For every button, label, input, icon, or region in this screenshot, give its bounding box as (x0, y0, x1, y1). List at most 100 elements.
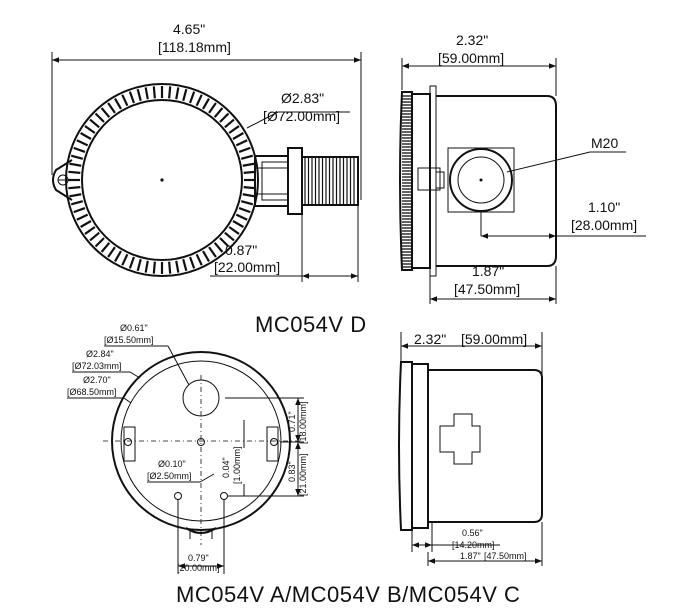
knurl-tick (243, 186, 256, 190)
knurl-tick (84, 125, 96, 134)
body-depth-in: 1.87" (472, 263, 504, 279)
knurl-tick (107, 102, 116, 114)
knurl-tick (168, 86, 172, 99)
top-left-front-view: 4.65" [118.18mm] Ø2.83" [Ø72.00mm] (51, 21, 362, 282)
thread-size-label: M20 (591, 135, 618, 151)
overall-width-in: 4.65" (173, 21, 205, 37)
side-width-in: 2.32" (456, 32, 488, 48)
housing-body (436, 95, 557, 267)
left-small-hole (174, 492, 182, 500)
knurl-tick (89, 118, 100, 129)
w056-mm: [14.20mm] (452, 540, 495, 550)
knurl-tick (213, 107, 224, 118)
knurl-tick (195, 253, 203, 266)
knurl-tick (219, 237, 230, 248)
left-tab (52, 159, 73, 201)
knurl-tick (70, 154, 84, 160)
knurl-tick (73, 207, 86, 214)
knurl-tick (76, 213, 89, 221)
knurl-tick (224, 118, 235, 129)
center-hole (197, 438, 205, 446)
knurl-tick (76, 139, 89, 147)
knurl-tick (80, 132, 92, 140)
knurl-tick (242, 162, 255, 167)
knurl-tick (240, 154, 254, 160)
knurl-tick (68, 186, 81, 190)
knurl-tick (80, 220, 92, 228)
knurl-tick (152, 86, 156, 99)
knurl-tick (128, 256, 135, 269)
dia-2-83-in: Ø2.83" (281, 90, 324, 106)
knurl-tick (69, 162, 82, 167)
port-inner (457, 156, 505, 204)
knurl-tick (100, 242, 111, 253)
port-offset-in: 1.10" (588, 199, 620, 215)
center-mark (160, 178, 164, 182)
knurl-tick (94, 112, 105, 123)
knurl-tick (100, 107, 111, 118)
knurl-tick (240, 200, 254, 206)
knurl-tick (208, 246, 217, 258)
knurl-tick (175, 260, 180, 273)
top-model-title: MC054V D (255, 312, 367, 337)
overall-width-mm: [118.18mm] (158, 39, 231, 55)
knurl-tick (89, 231, 100, 242)
knurl-tick (208, 102, 217, 114)
d284-in: Ø2.84" (86, 349, 114, 359)
w079-in: 0.79" (188, 553, 209, 563)
knurl-tick (228, 226, 240, 235)
v083-in: 0.83" (287, 461, 297, 482)
right-small-hole (220, 492, 228, 500)
v083-mm: [21.00mm] (298, 453, 308, 496)
flange (399, 91, 413, 271)
knurl-tick (121, 94, 129, 107)
knurl-tick (69, 193, 82, 198)
connector-body (254, 147, 303, 215)
b-flange (398, 361, 413, 531)
d270-in: Ø2.70" (83, 375, 111, 385)
knurl-tick (235, 139, 248, 147)
knurl-tick (121, 253, 129, 266)
knurl-tick (238, 207, 251, 214)
knurl-tick (114, 98, 122, 110)
bottom-right-side-view: 2.32" [59.00mm] 0.56" [14.20mm] 1.87" [4… (398, 331, 543, 566)
bottom-model-title: MC054V A/MC054V B/MC054V C (176, 582, 520, 607)
knurl-tick (144, 87, 149, 100)
knurl-tick (94, 237, 105, 248)
d284-mm: [Ø72.03mm] (72, 361, 122, 371)
knurl-tick (202, 250, 210, 262)
knurl-tick (232, 220, 244, 228)
bottom-left-front-view: Ø0.61" [Ø15.50mm] Ø2.84" [Ø72.03mm] Ø2.7… (67, 323, 308, 574)
knurl-tick (70, 200, 84, 206)
cable-hole (182, 379, 220, 417)
d010-in: Ø0.10" (158, 459, 186, 469)
dia-72-mm: [Ø72.00mm] (263, 108, 340, 124)
v004-in: 0.04" (221, 457, 231, 478)
side-width-mm: [59.00mm] (438, 50, 504, 66)
d270-mm: [Ø68.50mm] (67, 387, 117, 397)
knurl-tick (195, 94, 203, 107)
port-outer (449, 148, 513, 212)
knurl-tick (232, 132, 244, 140)
left-mount-tab (123, 426, 136, 462)
top-right-side-view: 2.32" [59.00mm] M20 1.10" [28.00mm] (399, 32, 646, 304)
right-mount-tab (266, 426, 279, 462)
knurl-tick (107, 246, 116, 258)
b-housing-body (428, 369, 543, 523)
v071-mm: [18.00mm] (298, 401, 308, 444)
knurl-tick (175, 87, 180, 100)
d061-mm: [Ø15.50mm] (104, 335, 154, 345)
port-offset-mm: [28.00mm] (571, 217, 637, 233)
knurl-tick (136, 258, 142, 272)
knurl-tick (84, 226, 96, 235)
v004-mm: [1.00mm] (232, 446, 242, 484)
w187-mm: [47.50mm] (484, 551, 527, 561)
thread-length-in: 0.87" (225, 242, 257, 258)
inner-ring (81, 99, 243, 261)
knurl-tick (128, 91, 135, 104)
thread-body (301, 156, 359, 206)
knurl-tick (242, 193, 255, 198)
w056-in: 0.56" (462, 528, 483, 538)
knurl-tick (182, 88, 188, 102)
